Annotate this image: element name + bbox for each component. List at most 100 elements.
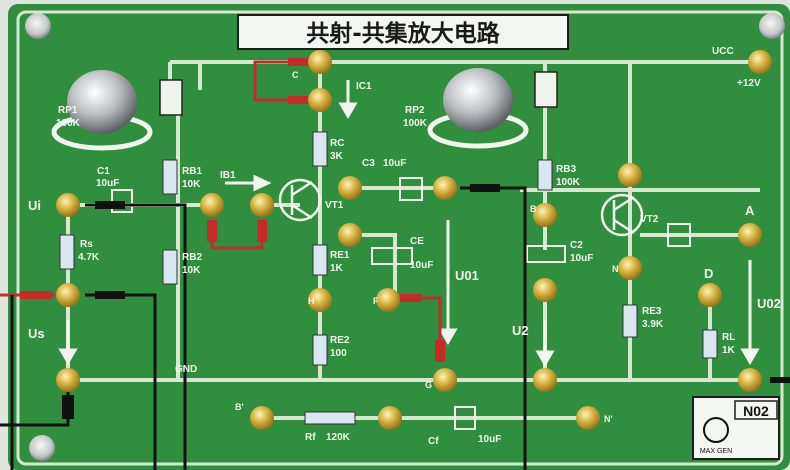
- terminal-b[interactable]: [533, 203, 557, 227]
- maker-logo: [703, 417, 729, 443]
- trimmer-rp2: [534, 71, 558, 108]
- label-rp1-value: 100K: [56, 118, 81, 129]
- label-ib1: IB1: [220, 170, 236, 181]
- terminal-a[interactable]: [738, 223, 762, 247]
- terminal-us[interactable]: [56, 283, 80, 307]
- terminal-rf-cf[interactable]: [378, 406, 402, 430]
- terminal-d[interactable]: [698, 283, 722, 307]
- terminal-h[interactable]: [308, 288, 332, 312]
- terminal-emitter[interactable]: [338, 223, 362, 247]
- label-re2: RE2: [330, 335, 350, 346]
- label-vt1: VT1: [325, 200, 344, 211]
- terminal-g[interactable]: [433, 368, 457, 392]
- label-rb3: RB3: [556, 164, 576, 175]
- label-u2: U2: [512, 323, 529, 338]
- terminal-n-prime[interactable]: [576, 406, 600, 430]
- terminal-collector[interactable]: [338, 176, 362, 200]
- terminal-vt2-c[interactable]: [618, 163, 642, 187]
- label-rb1-value: 10K: [182, 179, 201, 190]
- label-re1-value: 1K: [330, 263, 344, 274]
- resistor-re2: [312, 334, 328, 366]
- label-re1: RE1: [330, 250, 350, 261]
- pcb-board: [8, 4, 790, 470]
- terminal-n[interactable]: [618, 256, 642, 280]
- label-ui: Ui: [28, 198, 41, 213]
- terminal-u2[interactable]: [533, 278, 557, 302]
- resistor-re1: [312, 244, 328, 276]
- terminal-c3-out[interactable]: [433, 176, 457, 200]
- capacitor-c4: [667, 223, 691, 247]
- trimmer-rp1: [159, 79, 183, 116]
- label-ce: CE: [410, 236, 424, 247]
- label-cf: Cf: [428, 436, 439, 447]
- label-rb2: RB2: [182, 252, 202, 263]
- resistor-rb3: [537, 159, 553, 191]
- transistor-vt1: [278, 178, 322, 222]
- label-ce-value: 10uF: [410, 260, 433, 271]
- label-u02: U02: [757, 296, 781, 311]
- label-c1: C1: [97, 166, 110, 177]
- terminal-c[interactable]: [308, 88, 332, 112]
- board-outline: [16, 10, 784, 466]
- label-rc: RC: [330, 138, 344, 149]
- capacitor-ce: [371, 247, 413, 265]
- title-plate: [237, 14, 569, 50]
- label-c2: C2: [570, 240, 583, 251]
- label-rs: Rs: [80, 239, 93, 250]
- resistor-rs: [59, 234, 75, 270]
- model-number: N02: [743, 403, 769, 419]
- label-u01: U01: [455, 268, 479, 283]
- red-wire: [253, 60, 300, 102]
- label-h: H: [308, 296, 315, 306]
- label-g: G: [425, 380, 432, 390]
- label-us: Us: [28, 326, 45, 341]
- potentiometer-rp1[interactable]: [51, 70, 153, 151]
- terminal-pads: [56, 50, 772, 430]
- label-rb3-value: 100K: [556, 177, 581, 188]
- label-n: N: [612, 264, 619, 274]
- label-rf-value: 120K: [326, 432, 351, 443]
- knob-icon[interactable]: [443, 68, 513, 132]
- label-rs-value: 4.7K: [78, 252, 100, 263]
- terminal-c-top[interactable]: [308, 50, 332, 74]
- label-re3-value: 3.9K: [642, 319, 664, 330]
- label-rp2: RP2: [405, 105, 425, 116]
- label-re3: RE3: [642, 306, 662, 317]
- maker-name: MAX GEN: [700, 448, 732, 455]
- label-rp2-value: 100K: [403, 118, 428, 129]
- label-c3: C3: [362, 158, 375, 169]
- label-ic1: IC1: [356, 81, 372, 92]
- label-c: C: [292, 70, 299, 80]
- label-c1-value: 10uF: [96, 178, 119, 189]
- capacitor-cf: [454, 406, 476, 430]
- resistor-rb2: [162, 249, 178, 285]
- resistor-re3: [622, 304, 638, 338]
- label-rb1: RB1: [182, 166, 202, 177]
- terminal-gnd-mid[interactable]: [533, 368, 557, 392]
- terminal-ib1-a[interactable]: [200, 193, 224, 217]
- terminal-b-prime[interactable]: [250, 406, 274, 430]
- knob-icon[interactable]: [67, 70, 137, 134]
- screw-icon: [29, 435, 55, 461]
- terminal-ib1-b[interactable]: [250, 193, 274, 217]
- label-rc-value: 3K: [330, 151, 344, 162]
- label-b: B: [530, 204, 537, 214]
- capacitor-c3: [399, 177, 423, 201]
- terminal-ucc[interactable]: [748, 50, 772, 74]
- components: [59, 71, 718, 430]
- screw-icon: [759, 13, 785, 39]
- terminal-ui[interactable]: [56, 193, 80, 217]
- terminal-f[interactable]: [376, 288, 400, 312]
- resistor-rc: [312, 131, 328, 167]
- label-ucc: UCC: [712, 46, 734, 57]
- terminal-gnd-left[interactable]: [56, 368, 80, 392]
- label-b-prime: B': [235, 402, 244, 412]
- potentiometer-rp2[interactable]: [427, 68, 529, 149]
- label-rl-value: 1K: [722, 345, 736, 356]
- terminal-gnd-right[interactable]: [738, 368, 762, 392]
- resistor-rb1: [162, 159, 178, 195]
- label-rb2-value: 10K: [182, 265, 201, 276]
- resistor-rl: [702, 329, 718, 359]
